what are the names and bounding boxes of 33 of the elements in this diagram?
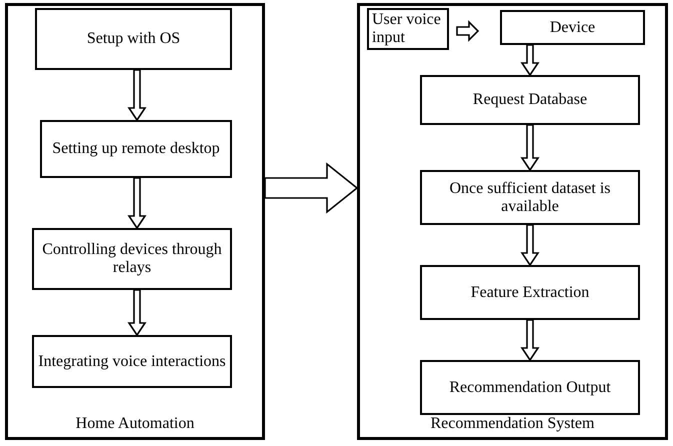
panel-title: Recommendation System: [430, 415, 596, 433]
hollow-arrow: [128, 69, 146, 122]
process-box: [32, 335, 232, 388]
process-box: [367, 8, 449, 50]
box-label: Request Database: [472, 91, 588, 109]
hollow-arrow: [520, 44, 540, 76]
hollow-arrow: [520, 319, 540, 362]
hollow-arrow: [520, 124, 540, 172]
process-box: [35, 8, 232, 70]
process-box: [420, 360, 640, 415]
hollow-arrow: [264, 162, 358, 214]
box-label: Recommendation Output: [448, 378, 612, 396]
group-panel: [357, 3, 668, 440]
box-label: Setup with OS: [86, 30, 182, 48]
process-box: [420, 75, 640, 125]
box-label: Device: [548, 18, 596, 36]
process-box: [420, 265, 640, 320]
box-label: Setting up remote desktop: [51, 140, 221, 158]
panel-title: Home Automation: [74, 415, 196, 433]
group-panel: [5, 3, 265, 440]
box-label: Once sufficient dataset is available: [448, 180, 612, 216]
hollow-arrow: [520, 224, 540, 266]
box-label: Feature Extraction: [470, 284, 590, 302]
hollow-arrow: [128, 289, 146, 336]
process-box: [40, 120, 232, 178]
process-box: [500, 10, 645, 45]
process-box: [32, 228, 232, 290]
box-label: Controlling devices through relays: [41, 241, 223, 277]
process-box: [420, 170, 640, 225]
box-label: User voice input: [371, 11, 442, 47]
hollow-arrow: [456, 20, 480, 42]
box-label: Integrating voice interactions: [37, 352, 227, 370]
hollow-arrow: [128, 177, 146, 230]
